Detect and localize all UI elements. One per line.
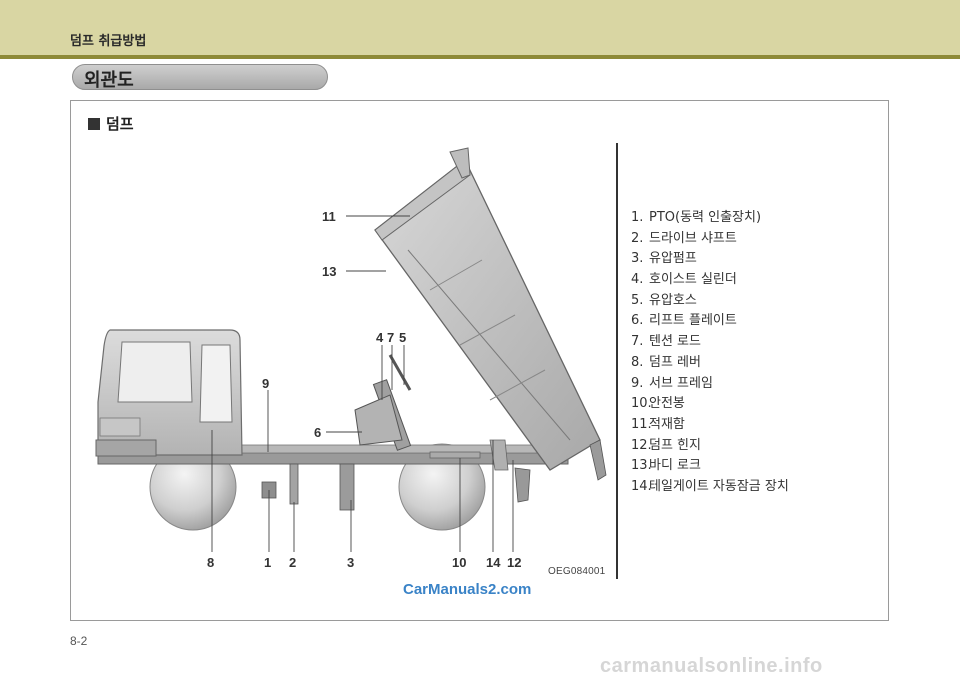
legend-item: 14.테일게이트 자동잠금 장치	[631, 477, 789, 498]
legend-item: 11.적재함	[631, 415, 789, 436]
legend-label: 유압호스	[649, 292, 697, 308]
safety-bar	[429, 451, 481, 459]
header-rule	[0, 55, 960, 59]
figure-code: OEG084001	[548, 566, 606, 577]
rear-wheel	[398, 443, 486, 531]
legend-label: 호이스트 실린더	[649, 272, 737, 288]
legend-item: 5. 유압호스	[631, 291, 789, 312]
cab-window	[117, 341, 193, 403]
footer-watermark: carmanualsonline.info	[600, 655, 823, 677]
callout-3: 3	[347, 555, 355, 570]
legend-label: PTO(동력 인출장치)	[649, 210, 762, 225]
cab-grille	[99, 417, 141, 437]
legend-label: 텐션 로드	[649, 334, 701, 350]
legend-number: 3.	[631, 251, 644, 267]
legend-item: 12.덤프 힌지	[631, 436, 789, 457]
header-band	[0, 0, 960, 55]
drive-shaft	[289, 463, 299, 505]
cab-bumper	[95, 439, 157, 457]
legend-label: 덤프 레버	[649, 354, 701, 370]
callout-1: 1	[264, 555, 272, 570]
callout-6: 6	[314, 425, 322, 440]
callout-11: 11	[322, 209, 336, 224]
legend-item: 4. 호이스트 실린더	[631, 270, 789, 291]
legend-number: 11.	[631, 416, 652, 432]
callout-8: 8	[207, 555, 215, 570]
legend-number: 13.	[631, 458, 652, 474]
figure-subtitle: 덤프	[106, 115, 134, 133]
callout-2: 2	[289, 555, 297, 570]
callout-10: 10	[452, 555, 467, 570]
lift-plate	[354, 394, 403, 446]
legend-item: 13.바디 로크	[631, 456, 789, 477]
rear-light-post	[589, 439, 607, 481]
legend-label: 적재함	[649, 416, 685, 432]
callout-12: 12	[507, 555, 522, 570]
legend-item: 10.안전봉	[631, 394, 789, 415]
legend-item: 6. 리프트 플레이트	[631, 311, 789, 332]
legend-number: 2.	[631, 230, 644, 246]
legend-number: 12.	[631, 437, 652, 453]
dump-body-tailgate	[449, 147, 471, 179]
legend-number: 1.	[631, 210, 644, 225]
legend-number: 7.	[631, 334, 644, 350]
legend-number: 10.	[631, 396, 652, 412]
legend-label: 서브 프레임	[649, 375, 713, 391]
hydraulic-pump	[339, 463, 355, 511]
legend-label: 드라이브 샤프트	[649, 230, 737, 246]
legend-label: 안전봉	[649, 396, 685, 412]
legend-item: 3. 유압펌프	[631, 249, 789, 270]
legend-item: 7. 텐션 로드	[631, 332, 789, 353]
legend-label: 테일게이트 자동잠금 장치	[649, 478, 789, 494]
bullet-square-icon	[88, 118, 100, 130]
legend-item: 1. PTO(동력 인출장치)	[631, 208, 789, 229]
page-number: 8-2	[70, 634, 88, 648]
callout-7: 7	[387, 330, 395, 345]
chapter-title: 덤프 취급방법	[70, 34, 147, 49]
legend-label: 덤프 힌지	[649, 437, 701, 453]
legend-number: 6.	[631, 313, 644, 329]
legend-item: 8. 덤프 레버	[631, 353, 789, 374]
parts-legend: 1. PTO(동력 인출장치) 2. 드라이브 샤프트 3. 유압펌프 4. 호이스트 …	[631, 208, 789, 498]
legend-item: 9. 서브 프레임	[631, 374, 789, 395]
legend-number: 5.	[631, 292, 644, 308]
callout-5: 5	[399, 330, 407, 345]
legend-label: 리프트 플레이트	[649, 313, 737, 329]
cab-door-window	[199, 344, 233, 423]
callout-13: 13	[322, 264, 337, 279]
figure-watermark: CarManuals2.com	[403, 581, 532, 598]
callout-4: 4	[376, 330, 384, 345]
legend-number: 9.	[631, 375, 644, 391]
legend-item: 2. 드라이브 샤프트	[631, 229, 789, 250]
legend-label: 유압펌프	[649, 251, 697, 267]
mud-flap	[514, 467, 531, 503]
dump-truck-illustration	[95, 147, 607, 552]
legend-number: 8.	[631, 354, 644, 370]
legend-number: 4.	[631, 272, 644, 288]
legend-number: 14.	[631, 478, 652, 494]
callout-9: 9	[262, 376, 270, 391]
legend-divider	[616, 143, 618, 579]
callout-14: 14	[486, 555, 501, 570]
section-title: 외관도	[84, 70, 134, 91]
section-pill	[72, 64, 328, 90]
legend-label: 바디 로크	[649, 458, 701, 474]
